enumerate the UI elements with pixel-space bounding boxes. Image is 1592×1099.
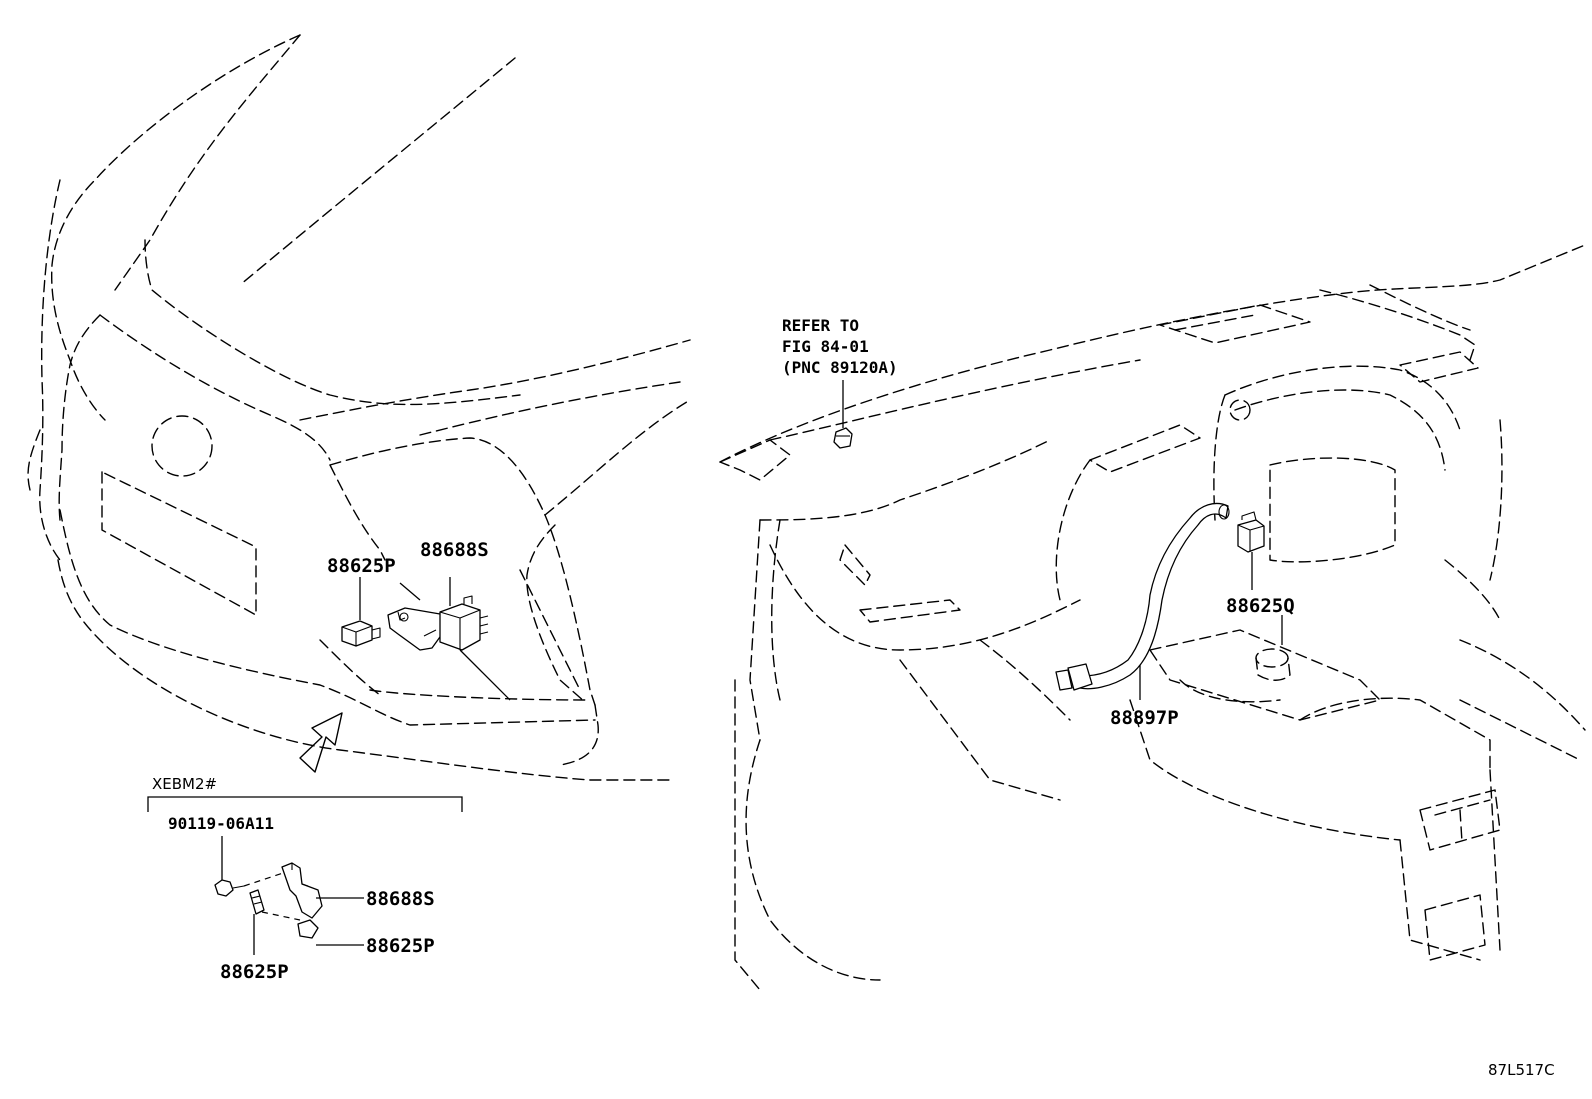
location-arrow	[299, 712, 343, 773]
detail-model-code: XEBM2#	[152, 775, 217, 793]
detail-exploded-view	[214, 836, 364, 955]
instrument-panel-outline	[719, 244, 1586, 991]
figure-code: 87L517C	[1488, 1061, 1555, 1079]
reference-note-line2: FIG 84-01	[782, 337, 869, 356]
detail-bolt-number: 90119-06A11	[168, 814, 274, 833]
reference-clip	[833, 427, 853, 449]
aspirator-duct	[1055, 502, 1230, 691]
detail-group-bracket	[147, 796, 463, 812]
detail-bracket-number: 88688S	[366, 888, 435, 910]
detail-clip-bottom-number: 88625P	[220, 961, 289, 983]
rear-vehicle-outline	[27, 34, 691, 781]
detail-clip-right-number: 88625P	[366, 935, 435, 957]
callout-88625Q: 88625Q	[1226, 595, 1295, 617]
callout-88897P: 88897P	[1110, 707, 1179, 729]
rear-sensor-assembly	[341, 595, 489, 651]
reference-note-line1: REFER TO	[782, 316, 859, 335]
reference-note-line3: (PNC 89120A)	[782, 358, 898, 377]
temp-sensor	[1237, 511, 1265, 553]
callout-88625P-rear: 88625P	[327, 555, 396, 577]
callout-88688S-rear: 88688S	[420, 539, 489, 561]
